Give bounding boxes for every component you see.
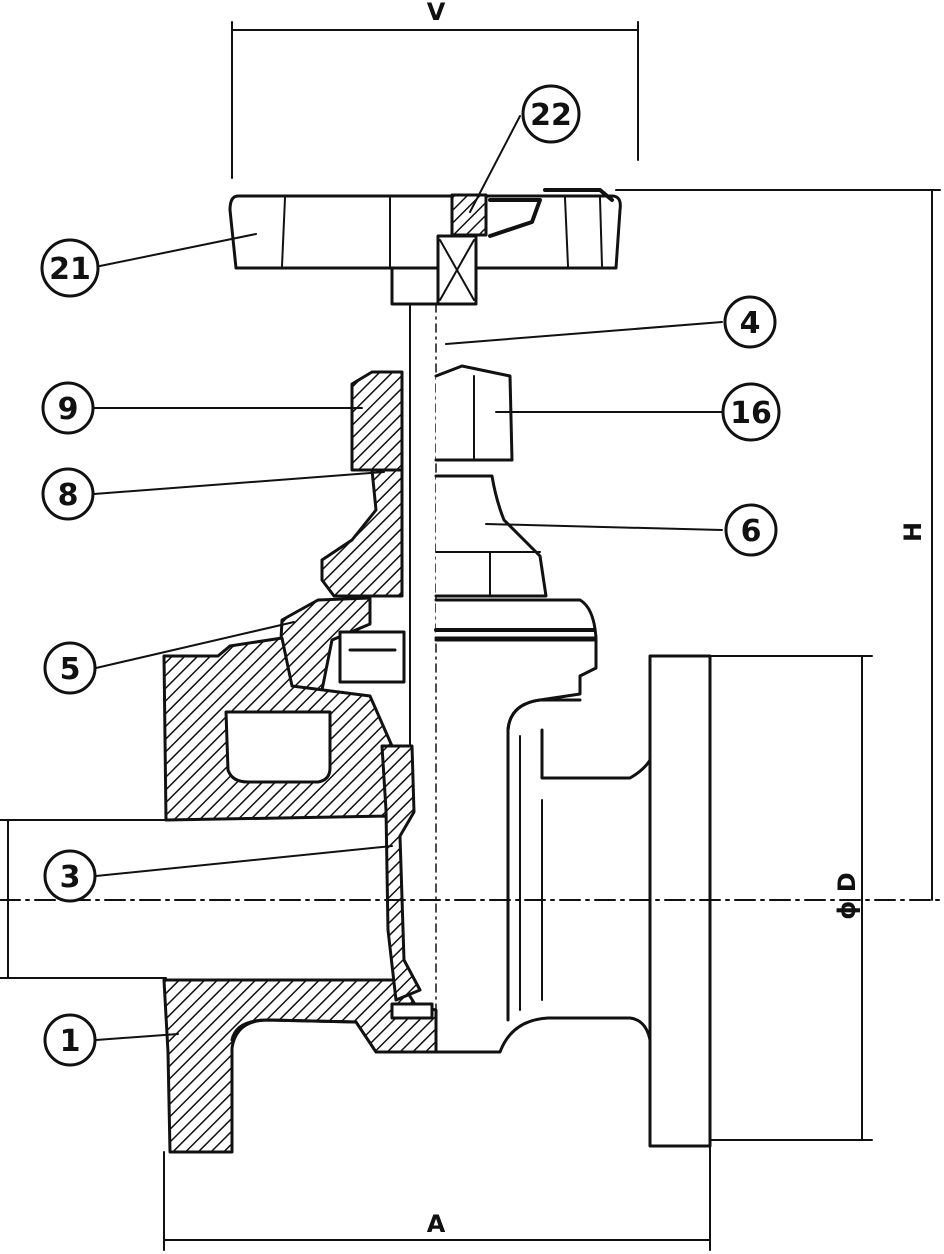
leader-lines bbox=[93, 115, 723, 1041]
balloon-3: 3 bbox=[60, 860, 81, 895]
stem bbox=[409, 303, 437, 1041]
bore-extension bbox=[0, 819, 167, 979]
balloon-4: 4 bbox=[740, 306, 761, 341]
dimension-a bbox=[163, 1145, 711, 1251]
dimension-v bbox=[231, 21, 639, 179]
gate-wedge bbox=[380, 744, 434, 1020]
gland-nut bbox=[278, 370, 404, 692]
balloon-22: 22 bbox=[530, 98, 572, 133]
valve-body-left bbox=[162, 636, 438, 1154]
balloon-8: 8 bbox=[58, 478, 79, 513]
balloon-16: 16 bbox=[730, 396, 772, 431]
dimension-v-label: V bbox=[427, 0, 446, 26]
balloon-circles bbox=[40, 84, 781, 1067]
dimension-h bbox=[615, 189, 941, 901]
dimension-h-label: H bbox=[899, 522, 927, 542]
dimension-d bbox=[709, 655, 873, 1141]
balloon-5: 5 bbox=[60, 652, 81, 687]
balloon-6: 6 bbox=[741, 514, 762, 549]
balloon-1: 1 bbox=[60, 1024, 81, 1059]
dimension-a-label: A bbox=[427, 1210, 446, 1238]
dimension-d-label: ϕ D bbox=[833, 872, 861, 919]
handwheel bbox=[228, 188, 622, 306]
balloon-21: 21 bbox=[49, 252, 91, 287]
balloon-9: 9 bbox=[58, 392, 79, 427]
